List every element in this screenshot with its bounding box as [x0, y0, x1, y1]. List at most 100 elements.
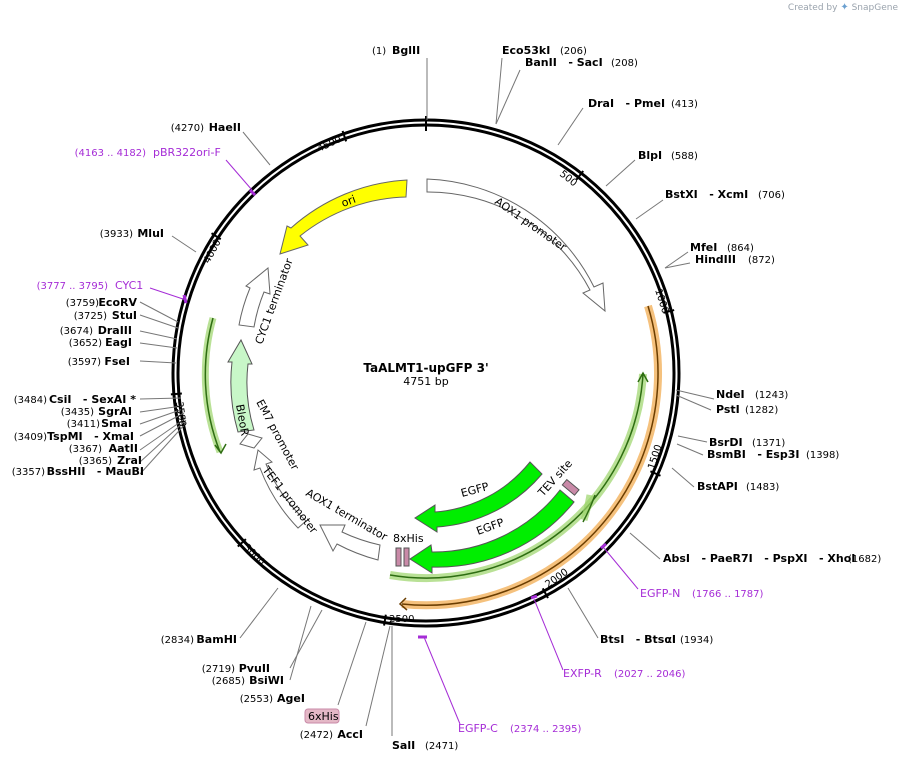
- site-pos-stui: (3725): [74, 311, 107, 322]
- site-mlui[interactable]: MluI: [137, 227, 164, 240]
- site-eagi[interactable]: EagI: [105, 336, 132, 349]
- tick-2500: 2500: [389, 614, 414, 625]
- site-absi-xhoi[interactable]: AbsI - PaeR7I - PspXI - XhoI: [663, 552, 855, 565]
- site-blpi[interactable]: BlpI: [638, 149, 662, 162]
- leader-bsmbi: [676, 443, 704, 456]
- leader-lines: [139, 57, 715, 736]
- site-fsei[interactable]: FseI: [104, 355, 130, 368]
- primer-pos-cyc1: (3777 .. 3795): [37, 281, 109, 292]
- tick-mark-3500: [170, 392, 182, 396]
- site-stui[interactable]: StuI: [112, 309, 137, 322]
- snapgene-branding: Created by ✦ SnapGene: [788, 2, 898, 13]
- plasmid-length: 4751 bp: [403, 375, 448, 388]
- feature-aox1-promoter[interactable]: [426, 178, 606, 313]
- leader-exfp-r: [533, 598, 564, 671]
- site-bamhi[interactable]: BamHI: [196, 633, 237, 646]
- leader-bsrdi: [677, 435, 708, 443]
- feature-8xhis-b[interactable]: [403, 547, 410, 567]
- primer-leader-lines: [149, 159, 639, 725]
- site-bsrdi[interactable]: BsrDI: [709, 436, 743, 449]
- leader-drai: [557, 107, 584, 146]
- primer-mark-cyc1: [182, 294, 188, 304]
- site-hindiii[interactable]: HindIII: [695, 253, 736, 266]
- leader-smai: [139, 408, 184, 425]
- site-eco53ki[interactable]: Eco53kI: [502, 44, 550, 57]
- feature-egfp-2[interactable]: [409, 489, 575, 574]
- leader-ndei: [675, 389, 715, 400]
- snapgene-logo-icon: ✦: [840, 2, 849, 13]
- leader-eco53ki: [495, 57, 503, 125]
- label-ori: ori: [340, 193, 358, 210]
- site-btsi-btsai[interactable]: BtsI - BtsαI: [600, 633, 676, 646]
- site-csii-sexai[interactable]: CsiI - SexAI *: [49, 393, 136, 406]
- primer-mark-egfp-n: [600, 542, 607, 550]
- primer-egfp-c[interactable]: EGFP-C: [458, 722, 498, 735]
- tick-mark-2000: [541, 587, 549, 599]
- site-draiii[interactable]: DraIII: [98, 324, 132, 337]
- site-pos-bamhi: (2834): [161, 635, 194, 646]
- leader-cyc1: [149, 287, 187, 301]
- feature-tev-site[interactable]: [561, 478, 580, 496]
- tick-500: 500: [557, 169, 579, 189]
- site-haeii[interactable]: HaeII: [209, 121, 241, 134]
- leader-csii: [139, 397, 182, 400]
- site-mfei[interactable]: MfeI: [690, 241, 717, 254]
- feature-ori[interactable]: [279, 179, 408, 255]
- leader-mlui: [171, 235, 197, 253]
- leader-draiii: [139, 330, 178, 340]
- site-bsmbi-esp3i[interactable]: BsmBI - Esp3I: [707, 448, 799, 461]
- leader-fsei: [139, 360, 177, 364]
- site-sali[interactable]: SalI: [392, 739, 415, 752]
- feature-cyc1-terminator[interactable]: [238, 267, 271, 328]
- site-aatii[interactable]: AatII: [109, 442, 138, 455]
- primer-exfp-r[interactable]: EXFP-R: [563, 667, 602, 680]
- site-psti[interactable]: PstI: [716, 403, 740, 416]
- feature-tef1-promoter[interactable]: [253, 449, 307, 529]
- feature-em7-promoter[interactable]: [239, 433, 263, 449]
- site-pos-haeii: (4270): [171, 123, 204, 134]
- site-bsiwi[interactable]: BsiWI: [249, 674, 284, 687]
- label-egfp-2: EGFP: [475, 516, 507, 538]
- plasmid-name: TaALMT1-upGFP 3': [363, 361, 488, 375]
- site-acci[interactable]: AccI: [337, 728, 363, 741]
- leader-haeii: [242, 131, 271, 166]
- site-zrai[interactable]: ZraI: [117, 454, 142, 467]
- feature-6xhis-badge[interactable]: [304, 708, 340, 724]
- site-pos-csii: (3484): [14, 395, 47, 406]
- site-pos-ndei: (1243): [755, 390, 788, 401]
- feature-egfp-1[interactable]: [414, 461, 543, 533]
- leader-aatii: [139, 417, 187, 451]
- site-sgrai[interactable]: SgrAI: [98, 405, 132, 418]
- leader-acci: [365, 625, 391, 727]
- site-drai-pmei[interactable]: DraI - PmeI: [588, 97, 665, 110]
- tick-3500: 3500: [173, 401, 187, 428]
- site-pos-smai: (3411): [67, 419, 100, 430]
- feature-aox1-terminator[interactable]: [319, 524, 381, 561]
- site-pvuii[interactable]: PvuII: [239, 662, 270, 675]
- site-bstxi-xcmi[interactable]: BstXI - XcmI: [665, 188, 748, 201]
- tick-1000: 1000: [652, 288, 670, 316]
- site-pos-pvuii: (2719): [202, 664, 235, 675]
- tick-mark-4000: [210, 232, 222, 241]
- site-bstapi[interactable]: BstAPI: [697, 480, 738, 493]
- primer-egfp-n[interactable]: EGFP-N: [640, 587, 680, 600]
- site-smai[interactable]: SmaI: [101, 417, 132, 430]
- site-bglii[interactable]: BglII: [392, 44, 420, 57]
- label-tev-site: TEV site: [535, 457, 575, 500]
- label-bleor: BleoR: [233, 403, 251, 437]
- site-ndei[interactable]: NdeI: [716, 388, 745, 401]
- site-banii-saci[interactable]: BanII - SacI: [525, 56, 603, 69]
- site-agei[interactable]: AgeI: [277, 692, 305, 705]
- leader-pvuii: [289, 609, 323, 669]
- site-ecorv[interactable]: EcoRV: [98, 296, 137, 309]
- feature-bleor[interactable]: [227, 338, 255, 433]
- tick-4500: 4500: [316, 134, 344, 155]
- primer-pbr322ori-f[interactable]: pBR322ori-F: [153, 146, 221, 159]
- site-bsshii-maubi[interactable]: BssHII - MauBI: [47, 465, 144, 478]
- primer-cyc1[interactable]: CYC1: [115, 279, 143, 292]
- feature-8xhis-a[interactable]: [395, 547, 402, 567]
- site-tspmi-xmai[interactable]: TspMI - XmaI: [47, 430, 134, 443]
- leader-eagi: [139, 342, 178, 349]
- site-pos-bstxi: (706): [758, 190, 785, 201]
